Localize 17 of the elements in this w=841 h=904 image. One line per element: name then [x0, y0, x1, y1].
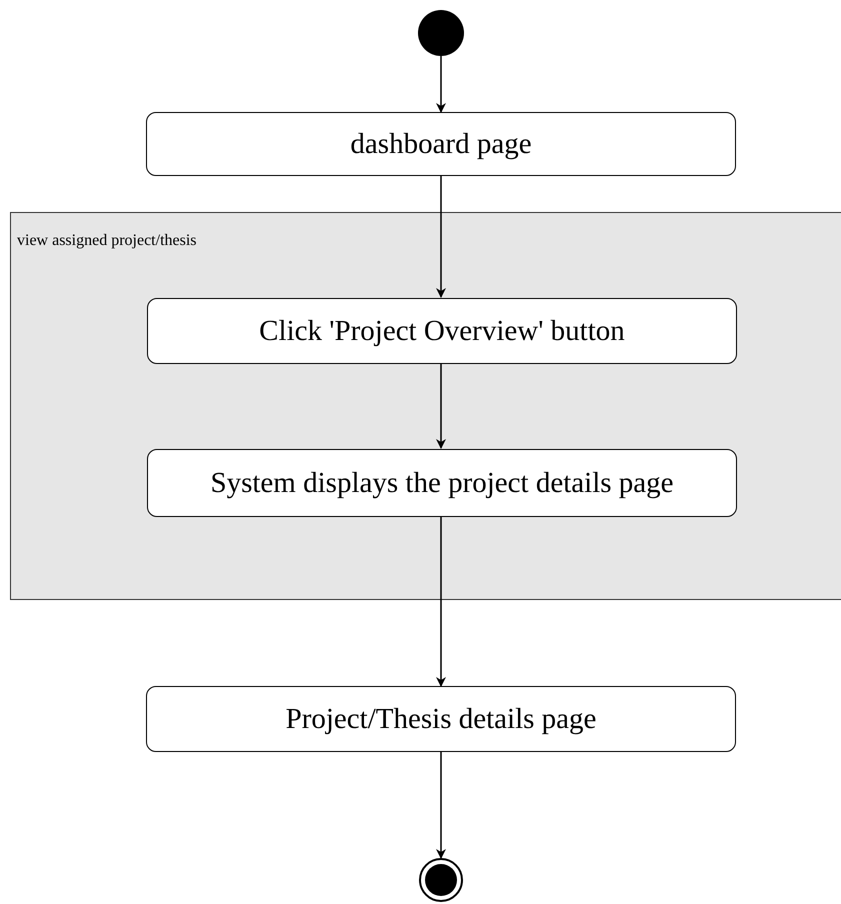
arrow	[436, 363, 446, 449]
action-label: Project/Thesis details page	[286, 702, 596, 737]
action-label: dashboard page	[350, 126, 532, 162]
arrow	[436, 56, 446, 113]
action-box	[147, 449, 737, 517]
partition-label: view assigned project/thesis	[17, 231, 197, 251]
arrow	[436, 176, 446, 298]
action-label: Click 'Project Overview' button	[259, 314, 625, 349]
action-box	[146, 686, 736, 752]
action-box	[147, 298, 737, 364]
action-box	[146, 112, 736, 176]
activity-partition	[10, 212, 841, 600]
arrow	[436, 752, 446, 859]
initial-node	[418, 10, 464, 56]
action-label: System displays the project details page	[210, 466, 674, 501]
arrow	[436, 516, 446, 687]
final-node	[419, 858, 463, 902]
